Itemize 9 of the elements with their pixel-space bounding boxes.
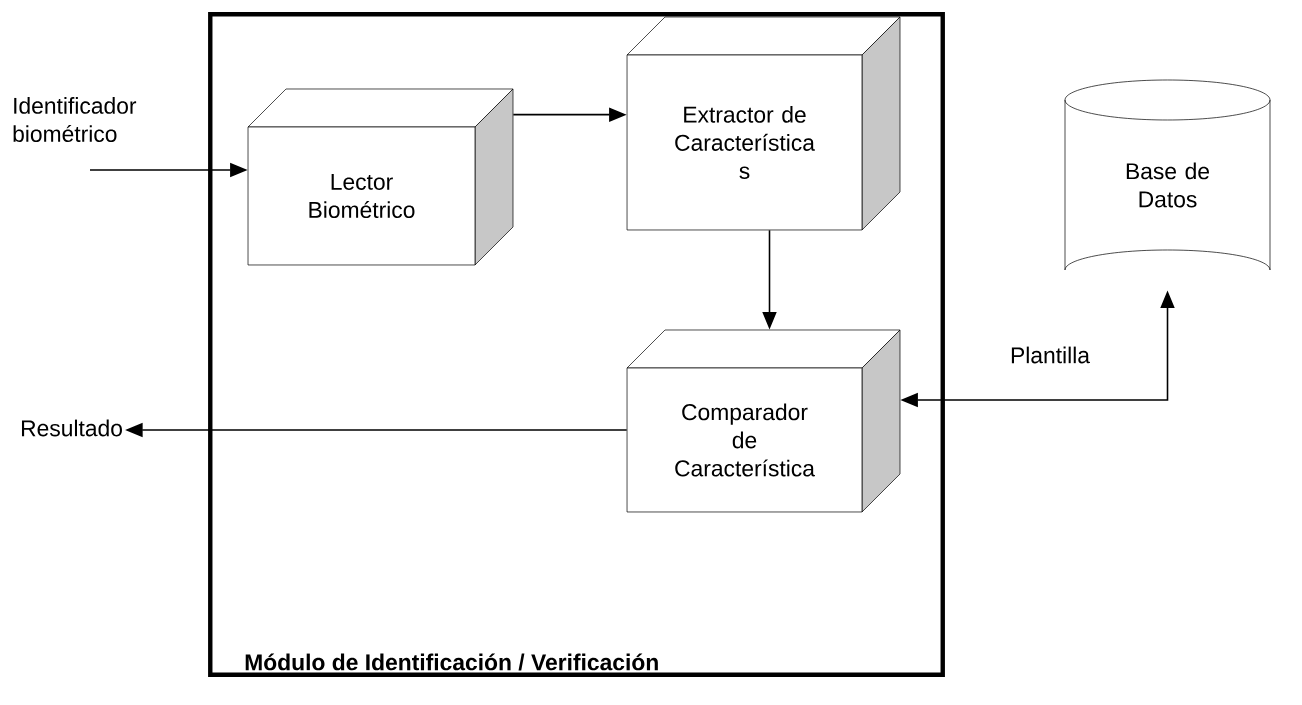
output-label: Resultado — [22, 419, 122, 437]
block-3d: Lector Biométrico — [247, 88, 514, 266]
edge-label: Plantilla — [1008, 344, 1092, 366]
block-3d: Extractor de Característica s — [626, 16, 901, 231]
block-3d: Comparador de Característica — [626, 329, 901, 513]
database-cylinder: Base de Datos — [1064, 79, 1271, 271]
input-label: Identificador biométrico — [13, 97, 137, 142]
node-label: Base de Datos — [1126, 162, 1210, 208]
module-heading: Módulo de Identificación / Verificación — [245, 653, 658, 671]
